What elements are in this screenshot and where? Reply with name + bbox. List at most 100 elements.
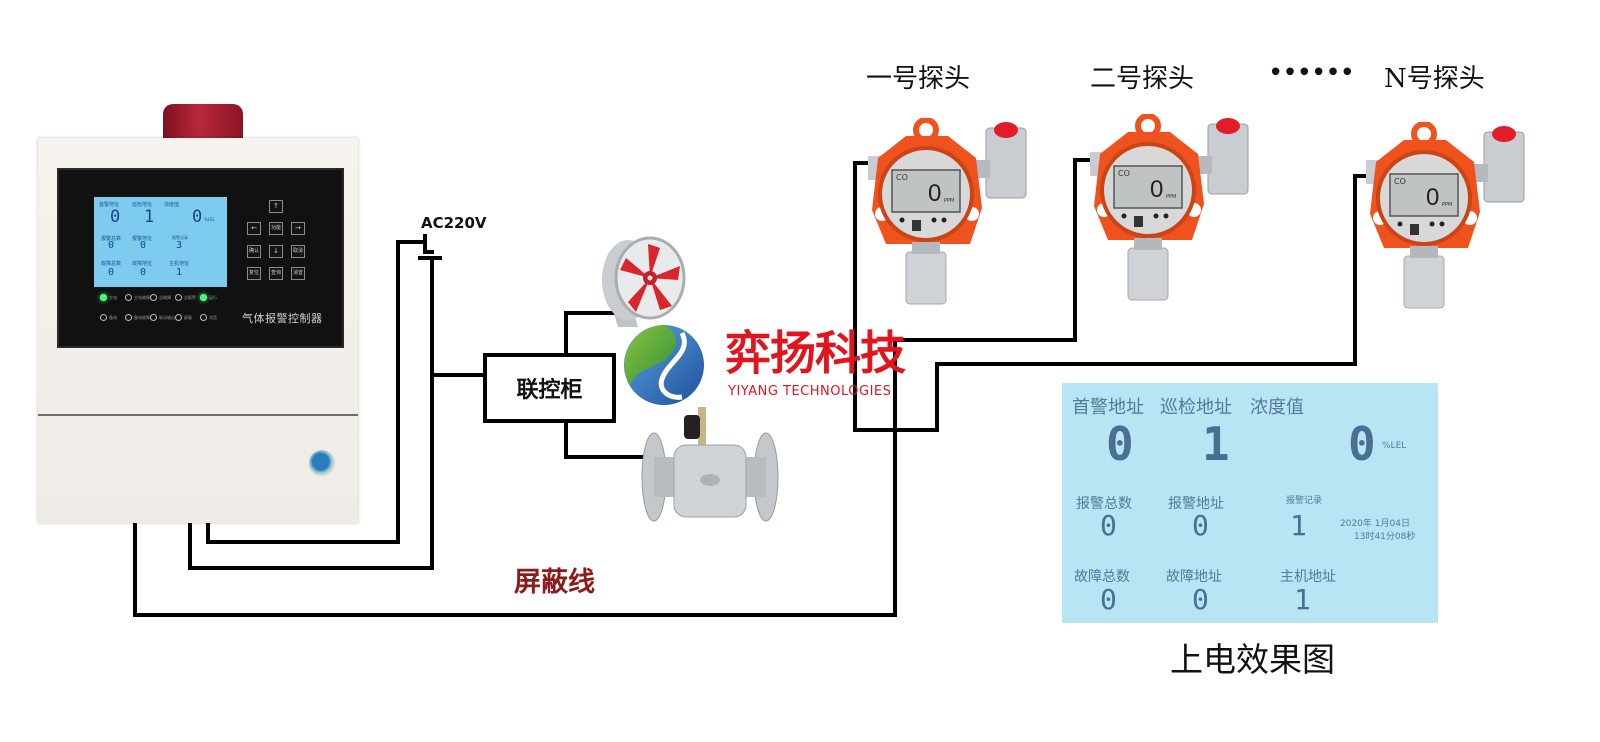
key-left[interactable]: ← [247,222,261,235]
display-value-first-alarm-address: 0 [1106,417,1134,471]
linkage-cabinet: 联控柜 [483,353,616,423]
cabinet-door-seam [38,414,358,416]
controller-keypad: ↑ ← 功能 → 确认 ↓ 取消 复位 查询 消音 [244,200,314,290]
display-label: 报警地址 [1168,496,1224,512]
axial-fan-icon [602,236,686,327]
status-led [200,314,207,321]
display-label: 故障地址 [1166,569,1222,585]
gas-detector-icon [1090,113,1249,301]
key-function[interactable]: 功能 [269,222,283,235]
display-value-host-address: 1 [1294,583,1311,616]
gas-detector-icon [1366,121,1525,309]
display-time: 13时41分08秒 [1354,532,1416,542]
wire-probe-n [935,174,1374,432]
display-value-fault-total: 0 [1100,583,1117,616]
display-value-alarm-address: 0 [1192,509,1209,542]
lcd-value: 0 [140,240,147,251]
probe-2-title: 二号探头 [1090,64,1195,94]
display-value-patrol-address: 1 [1202,417,1230,471]
display-value-alarm-record: 1 [1290,509,1307,542]
status-led [100,294,107,301]
shielded-cable-label: 屏蔽线 [514,567,595,598]
wire-controller-to-ac-1 [206,240,427,544]
display-label: 故障总数 [1074,569,1130,585]
alarm-beacon [163,104,243,140]
lcd-label: 首警地址 [99,202,120,208]
key-reset[interactable]: 复位 [247,267,261,280]
probe-n-title: N号探头 [1384,64,1485,94]
brand-name-en: YIYANG TECHNOLOGIES [728,384,892,399]
status-leds: 主电 主电故障 总故障 总报警 运行备电 备电故障 联动输出 屏蔽 消音 [100,294,230,326]
display-value-concentration: 0 [1348,417,1376,471]
lcd-value: 0 [192,207,203,227]
key-right[interactable]: → [291,222,305,235]
key-confirm[interactable]: 确认 [247,245,261,258]
status-led-label: 消音 [209,315,217,320]
probe-1-title: 一号探头 [866,64,971,94]
wire-controller-to-ac-2 [188,256,434,570]
display-label: 巡检地址 [1160,397,1232,418]
lcd-value: 1 [176,267,183,278]
status-led [150,294,157,301]
lcd-value: 0 [140,267,147,278]
wire-probe-1 [853,161,874,432]
display-value-alarm-total: 0 [1100,509,1117,542]
ac-terminal-symbol [418,234,442,260]
lcd-label: 报警地址 [132,236,153,242]
lcd-label: 故障地址 [132,261,153,267]
yiyang-logo-icon [624,325,704,405]
wire-probe-2 [893,158,1094,432]
lcd-label: 报警记录 [172,235,188,240]
linkage-cabinet-label: 联控柜 [516,378,583,403]
key-cancel[interactable]: 取消 [291,245,305,258]
wire-cabinet-to-fan [564,311,624,355]
status-led-label: 主电故障 [134,295,150,300]
status-led [175,294,182,301]
display-unit: %LEL [1382,441,1407,451]
display-label: 主机地址 [1280,569,1336,585]
lcd-label: 巡检地址 [132,202,153,208]
probe-unit: PPM [1166,194,1177,200]
status-led-label: 运行 [209,295,217,300]
gas-detector-icon [868,117,1027,305]
wire-ac-to-linkage-cabinet [430,256,485,377]
probe-reading: 0 [1426,184,1440,211]
status-led-label: 屏蔽 [184,315,192,320]
status-led-label: 总故障 [159,295,171,300]
lcd-unit: %LEL [204,217,215,222]
lcd-label: 报警总数 [101,236,122,242]
lcd-label: 主机地址 [169,261,190,267]
cabinet-key-lock[interactable] [309,450,335,476]
probe-reading: 0 [928,180,942,207]
key-mute[interactable]: 消音 [291,267,305,280]
status-led-label: 主电 [109,295,117,300]
power-on-display: 首警地址 巡检地址 浓度值 0 1 0 %LEL 报警总数 报警地址 报警记录 … [1062,383,1438,623]
status-led-label: 备电故障 [134,315,150,320]
status-led [175,314,182,321]
probe-gas-label: CO [1118,169,1130,178]
display-label: 报警记录 [1286,496,1323,506]
brand-name-cn: 弈扬科技 [725,326,906,380]
probe-gas-label: CO [1394,177,1406,186]
power-on-display-caption: 上电效果图 [1170,640,1335,679]
key-down[interactable]: ↓ [269,245,283,258]
wire-main-bus [133,428,897,617]
lcd-value: 3 [176,240,183,251]
display-label: 首警地址 [1072,397,1144,418]
lcd-value: 0 [108,240,115,251]
probe-unit: PPM [1442,202,1453,208]
lcd-label: 浓度值 [164,202,180,208]
lcd-value: 0 [108,267,115,278]
status-led-label: 联动输出 [159,315,175,320]
key-query[interactable]: 查询 [269,267,283,280]
key-up[interactable]: ↑ [269,200,283,213]
status-led [125,294,132,301]
probe-reading: 0 [1150,176,1164,203]
status-led-label: 总报警 [184,295,196,300]
display-label: 报警总数 [1076,496,1132,512]
wire-cabinet-to-valve [564,421,648,459]
status-led-label: 备电 [109,315,117,320]
status-led [100,314,107,321]
probe-gas-label: CO [896,173,908,182]
